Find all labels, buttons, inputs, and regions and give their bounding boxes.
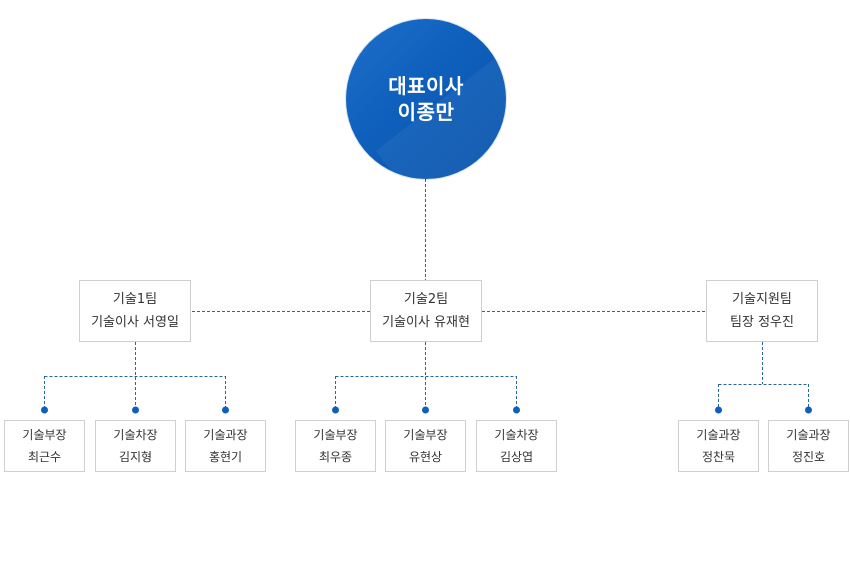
member-connector-dot — [805, 406, 812, 414]
member-role: 기술과장 — [696, 428, 741, 442]
member-node: 기술부장 유현상 — [385, 420, 466, 472]
team-title: 기술2팀 — [403, 292, 449, 307]
member-role: 기술차장 — [113, 428, 158, 442]
member-role: 기술과장 — [203, 428, 248, 442]
member-role: 기술부장 — [403, 428, 448, 442]
team-lead: 팀장 정우진 — [730, 315, 794, 330]
member-name: 정진호 — [791, 450, 826, 464]
member-connector-dot — [422, 406, 429, 414]
member-connector-dot — [132, 406, 139, 414]
member-name: 홍현기 — [208, 450, 243, 464]
member-name: 최우종 — [318, 450, 353, 464]
member-connector-dot — [41, 406, 48, 414]
member-node: 기술과장 정찬묵 — [678, 420, 759, 472]
team-node-team2: 기술2팀 기술이사 유재현 — [370, 280, 482, 342]
member-connector-dot — [715, 406, 722, 414]
ceo-node: 대표이사 이종만 — [346, 19, 506, 179]
team-title: 기술1팀 — [112, 292, 158, 307]
ceo-name: 이종만 — [397, 100, 455, 124]
member-name: 정찬묵 — [701, 450, 736, 464]
team-node-support: 기술지원팀 팀장 정우진 — [706, 280, 818, 342]
member-node: 기술차장 김상엽 — [476, 420, 557, 472]
team-title: 기술지원팀 — [732, 292, 792, 307]
member-connector-dot — [513, 406, 520, 414]
member-role: 기술과장 — [786, 428, 831, 442]
member-connector-dot — [222, 406, 229, 414]
member-role: 기술부장 — [313, 428, 358, 442]
member-name: 김지형 — [118, 450, 153, 464]
member-role: 기술부장 — [22, 428, 67, 442]
member-node: 기술부장 최근수 — [4, 420, 85, 472]
team-node-team1: 기술1팀 기술이사 서영일 — [79, 280, 191, 342]
member-node: 기술차장 김지형 — [95, 420, 176, 472]
member-name: 유현상 — [408, 450, 443, 464]
member-node: 기술과장 정진호 — [768, 420, 849, 472]
ceo-label: 대표이사 이종만 — [346, 19, 506, 179]
member-connector-dot — [332, 406, 339, 414]
member-role: 기술차장 — [494, 428, 539, 442]
ceo-title: 대표이사 — [388, 74, 464, 98]
member-name: 김상엽 — [499, 450, 534, 464]
member-node: 기술과장 홍현기 — [185, 420, 266, 472]
member-node: 기술부장 최우종 — [295, 420, 376, 472]
member-name: 최근수 — [27, 450, 62, 464]
team-lead: 기술이사 유재현 — [382, 315, 470, 330]
team-lead: 기술이사 서영일 — [91, 315, 179, 330]
